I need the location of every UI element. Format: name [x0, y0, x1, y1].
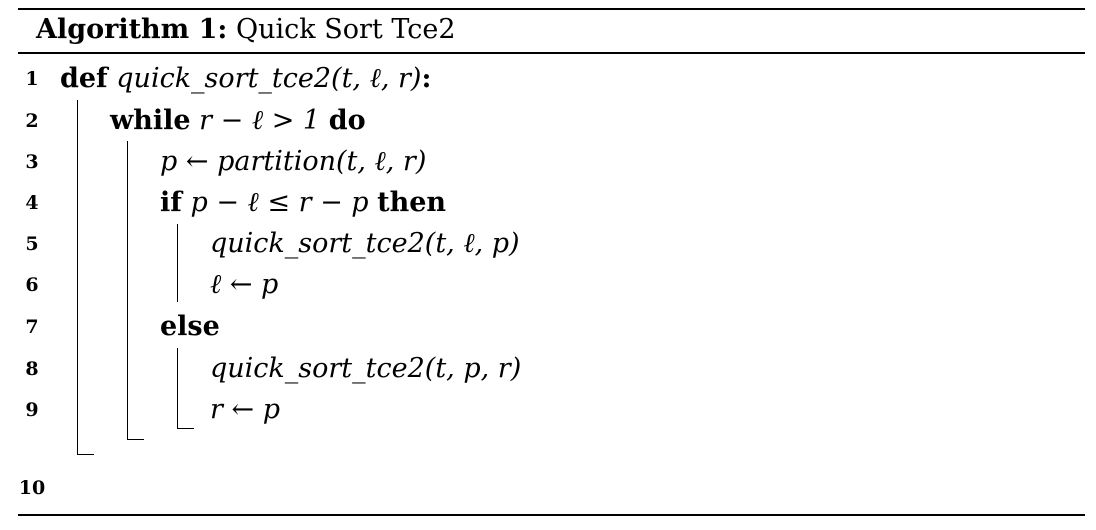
top-rule: [18, 8, 1085, 10]
recursive-call-right: quick_sort_tce2(t, p, r): [210, 353, 522, 384]
line-number: 1: [25, 68, 39, 90]
code-line-1: def quick_sort_tce2(t, ℓ, r):: [60, 62, 431, 96]
keyword-def: def: [60, 63, 108, 94]
line-number: 9: [25, 399, 39, 421]
else-block-bar: [177, 348, 178, 428]
algorithm-label: Algorithm 1:: [36, 14, 228, 45]
while-block-bar: [127, 141, 128, 439]
caption-rule: [18, 52, 1085, 54]
else-block-end: [177, 428, 194, 429]
line-number: 3: [25, 151, 39, 173]
code-line-3: p ← partition(t, ℓ, r): [160, 145, 426, 179]
bottom-rule: [18, 514, 1085, 516]
keyword-do: do: [328, 105, 366, 136]
line-number: 7: [25, 316, 39, 338]
keyword-if: if: [160, 187, 182, 218]
function-signature: quick_sort_tce2(t, ℓ, r): [116, 63, 422, 94]
code-line-6: ℓ ← p: [210, 268, 278, 302]
line-number: 2: [25, 110, 39, 132]
code-line-9: r ← p: [210, 393, 280, 427]
colon: :: [421, 63, 432, 94]
algorithm-caption: Algorithm 1: Quick Sort Tce2: [36, 12, 456, 48]
line-number: 6: [25, 274, 39, 296]
then-block-bar: [177, 224, 178, 302]
assign-right: r ← p: [210, 394, 280, 425]
def-block-bar: [77, 100, 78, 454]
line-number: 8: [25, 358, 39, 380]
code-line-8: quick_sort_tce2(t, p, r): [210, 352, 521, 386]
keyword-then: then: [377, 187, 447, 218]
line-number: 4: [25, 192, 39, 214]
assign-left: ℓ ← p: [210, 269, 279, 300]
recursive-call-left: quick_sort_tce2(t, ℓ, p): [210, 228, 520, 259]
code-line-5: quick_sort_tce2(t, ℓ, p): [210, 227, 520, 261]
def-block-end: [77, 454, 94, 455]
loop-condition: r − ℓ > 1: [199, 105, 321, 136]
code-line-2: while r − ℓ > 1 do: [110, 104, 366, 138]
code-line-4: if p − ℓ ≤ r − p then: [160, 186, 446, 220]
while-block-end: [127, 439, 144, 440]
keyword-else: else: [160, 311, 220, 342]
if-condition: p − ℓ ≤ r − p: [190, 187, 369, 218]
line-number: 10: [18, 477, 46, 499]
keyword-while: while: [110, 105, 191, 136]
line-number: 5: [25, 233, 39, 255]
partition-statement: p ← partition(t, ℓ, r): [160, 146, 427, 177]
algorithm-title: Quick Sort Tce2: [236, 14, 456, 45]
code-line-7: else: [160, 310, 220, 344]
